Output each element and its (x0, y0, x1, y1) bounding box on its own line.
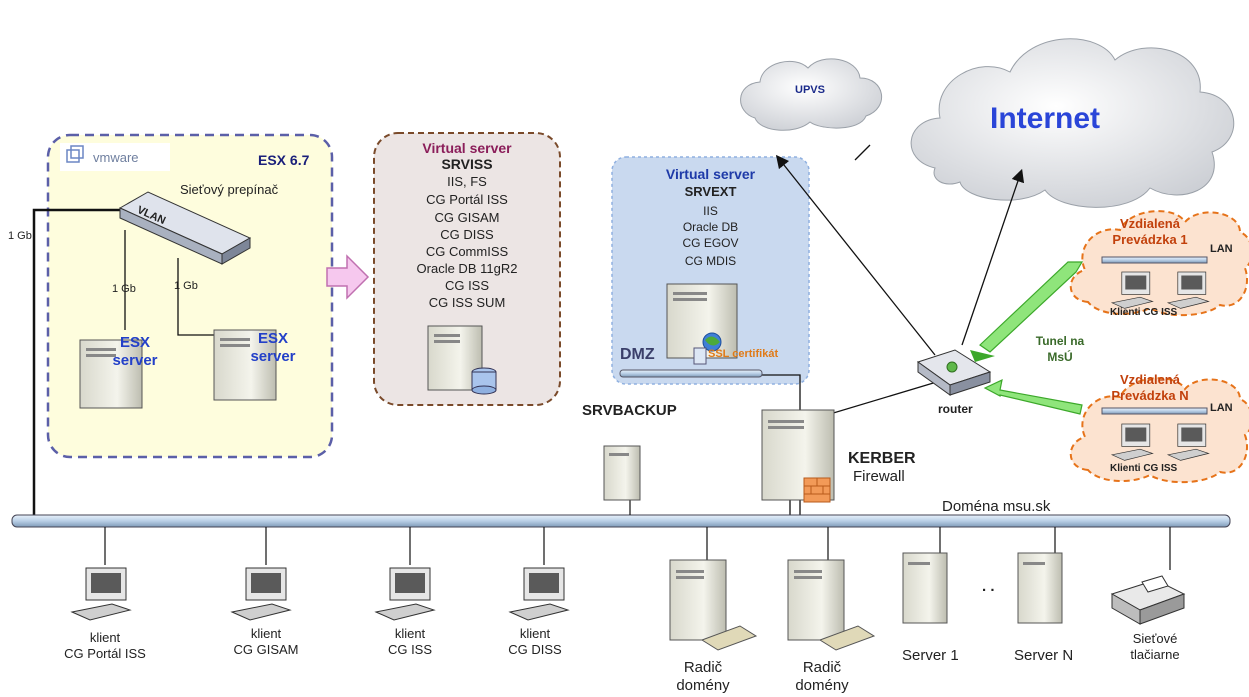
remote-site-n-title: Vzdialená Prevádzka N (1111, 372, 1189, 403)
server-n-label: Server N (1014, 647, 1074, 664)
client-label-line1: klient (519, 626, 551, 641)
esx-server-b-label: ESX server (250, 330, 296, 365)
tunnel-arrow-n (983, 378, 1083, 415)
remote-site-n-lan: LAN (1210, 402, 1233, 414)
srviss-service: CG ISS SUM (428, 295, 506, 310)
network-printers-label: Sieťové tlačiarne (1130, 631, 1180, 662)
tunnel-arrow-1 (979, 261, 1084, 353)
srviss-service: CG GISAM (434, 210, 500, 225)
domain-label: Doména msu.sk (942, 498, 1051, 515)
remote-site-1-title: Vzdialená Prevádzka 1 (1112, 216, 1188, 247)
client-label-line1: klient (250, 626, 282, 641)
vlan-switch (118, 191, 252, 265)
remote-site-1-clients: Klienti CG ISS (1110, 307, 1178, 318)
server-icons (79, 283, 1063, 651)
srvext-service: IIS (703, 204, 718, 218)
srvext-service: Oracle DB (682, 220, 739, 234)
firewall-label: Firewall (853, 468, 905, 485)
client-workstation-icons (70, 271, 1210, 621)
dmz-box (611, 156, 810, 385)
internet-cloud (910, 38, 1235, 208)
ellipsis: . . (982, 578, 995, 595)
srvbackup-label: SRVBACKUP (582, 402, 677, 419)
srvext-service: CG EGOV (682, 236, 739, 250)
server-1-label: Server 1 (902, 647, 959, 664)
client-label-line2: CG ISS (387, 642, 433, 657)
router-label: router (938, 402, 973, 416)
srviss-box (373, 132, 561, 406)
switch-label: Sieťový prepínač (180, 182, 279, 197)
domain-bus (11, 514, 1231, 528)
tunnel-label: Tunel na MsÚ (1035, 334, 1085, 364)
dmz-bar (619, 369, 763, 378)
client-label-line2: CG Portál ISS (64, 646, 146, 661)
upvs-cloud (740, 58, 883, 131)
dmz-label: DMZ (620, 346, 655, 363)
srviss-service: CG CommISS (425, 244, 509, 259)
internet-label: Internet (990, 102, 1101, 135)
srviss-service: CG Portál ISS (426, 192, 508, 207)
domain-controller-2-label: Radič domény (795, 659, 849, 694)
kerber-label: KERBER (848, 450, 916, 467)
vmware-logo-text: vmware (93, 150, 139, 165)
srviss-service: IIS, FS (447, 174, 487, 189)
srvext-heading: Virtual server (665, 166, 756, 182)
router (916, 349, 992, 396)
srviss-name: SRVISS (441, 156, 493, 172)
domain-controller-1-label: Radič domény (676, 659, 730, 694)
client-label-line2: CG GISAM (233, 642, 299, 657)
remote-lan-bar-1 (1101, 256, 1208, 264)
srvext-name: SRVEXT (684, 184, 737, 199)
srviss-service: CG ISS (444, 278, 490, 293)
srviss-service: Oracle DB 11gR2 (416, 261, 518, 276)
remote-site-n-clients: Klienti CG ISS (1110, 463, 1178, 474)
srvext-service: CG MDIS (684, 254, 737, 268)
client-label-line2: CG DISS (508, 642, 562, 657)
uplink-speed: 1 Gb (8, 230, 32, 242)
esx-server-a-label: ESX server (112, 334, 158, 369)
remote-lan-bar-n (1101, 407, 1208, 415)
srviss-heading: Virtual server (422, 140, 512, 156)
client-label-line1: klient (394, 626, 426, 641)
link-speed-b: 1 Gb (174, 280, 198, 292)
link-speed-a: 1 Gb (112, 283, 136, 295)
upvs-label: UPVS (795, 84, 825, 96)
esx-title: ESX 6.7 (258, 152, 310, 168)
ssl-certificate-label: SSL certifikát (708, 348, 779, 360)
network-printer-icon (1110, 575, 1186, 625)
client-label-line1: klient (89, 630, 121, 645)
virtualization-arrow (326, 254, 370, 300)
srviss-service: CG DISS (440, 227, 494, 242)
remote-site-1-lan: LAN (1210, 243, 1233, 255)
